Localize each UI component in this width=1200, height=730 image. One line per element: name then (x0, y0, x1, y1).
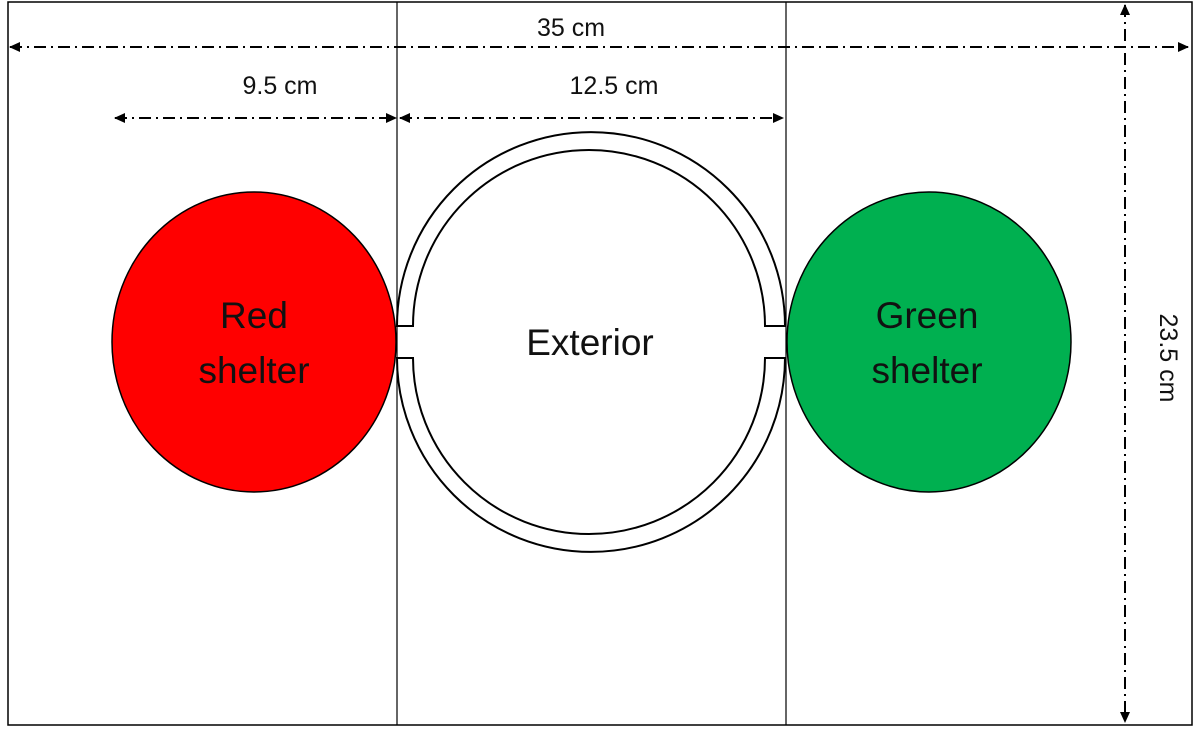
exterior-ring-top (395, 131, 787, 327)
exterior-ring (395, 131, 787, 553)
exterior-ring-bottom (395, 357, 787, 553)
red-shelter-circle (111, 191, 397, 493)
height-label: 23.5 cm (1154, 314, 1182, 403)
green-shelter-circle (786, 191, 1072, 493)
total-width-label: 35 cm (537, 14, 605, 42)
shelter-width-label: 9.5 cm (242, 72, 317, 100)
green-shelter-label: Green (876, 295, 979, 336)
exterior-width-label: 12.5 cm (570, 72, 659, 100)
green-shelter-label-2: shelter (871, 350, 982, 391)
red-shelter-label-2: shelter (198, 350, 309, 391)
exterior-label: Exterior (526, 322, 653, 363)
red-shelter-label: Red (220, 295, 288, 336)
